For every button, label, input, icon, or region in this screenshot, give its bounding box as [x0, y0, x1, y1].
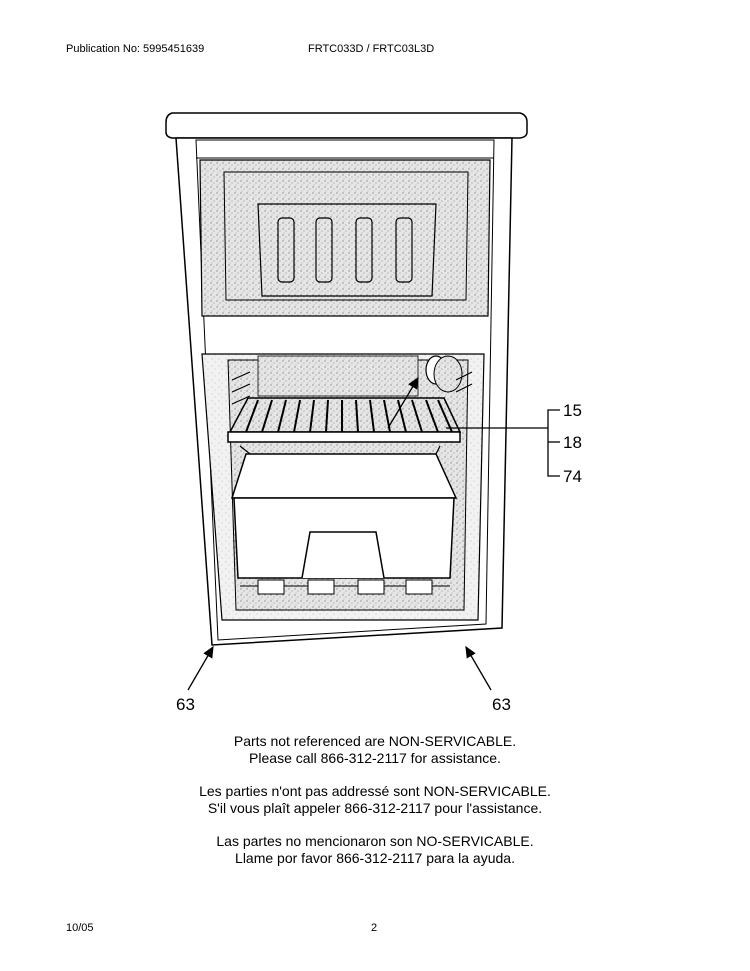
thermostat-knob	[425, 355, 463, 393]
service-notes: Parts not referenced are NON-SERVICABLE.…	[0, 733, 750, 883]
callout-15: 15	[563, 401, 582, 420]
note-french-line2: S'il vous plaît appeler 866-312-2117 pou…	[207, 800, 543, 816]
cabinet-top	[165, 112, 528, 139]
wire-shelf	[227, 397, 462, 443]
model-numbers: FRTC033D / FRTC03L3D	[308, 43, 435, 55]
note-french-line1: Les parties n'ont pas addressé sont NON-…	[199, 783, 551, 799]
callout-63-left: 63	[176, 695, 195, 714]
revision-date: 10/05	[66, 922, 94, 934]
leg-arrows	[187, 645, 492, 691]
callout-18: 18	[563, 433, 582, 452]
crisper-bin	[230, 445, 458, 595]
note-english: Parts not referenced are NON-SERVICABLE.…	[0, 733, 750, 767]
note-spanish: Las partes no mencionaron son NO-SERVICA…	[0, 833, 750, 867]
callout-74: 74	[563, 467, 582, 486]
note-english-line1: Parts not referenced are NON-SERVICABLE.	[233, 733, 517, 749]
publication-number: Publication No: 5995451639	[66, 43, 205, 55]
note-spanish-line2: Llame por favor 866-312-2117 para la ayu…	[235, 850, 515, 866]
note-spanish-line1: Las partes no mencionaron son NO-SERVICA…	[216, 833, 534, 849]
callout-leaders	[387, 376, 560, 477]
page-number: 2	[371, 922, 378, 934]
callout-63-right: 63	[492, 695, 511, 714]
note-french: Les parties n'ont pas addressé sont NON-…	[0, 783, 750, 817]
freezer-compartment	[199, 159, 491, 317]
note-english-line2: Please call 866-312-2117 for assistance.	[249, 750, 501, 766]
